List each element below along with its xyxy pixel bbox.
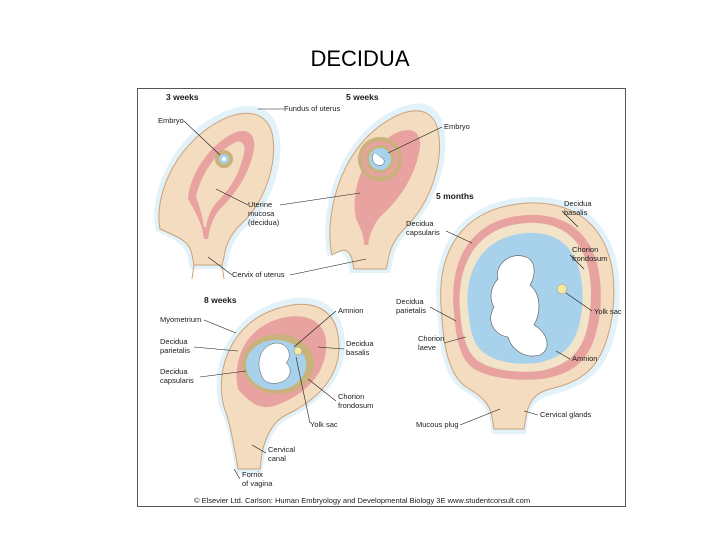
label-cervical-canal-2: canal [268,454,286,463]
label-decidua-parietalis-5m-1: Decidua [396,297,424,306]
page-title: DECIDUA [0,46,720,72]
label-embryo-3w: Embryo [158,116,184,125]
label-yolk-sac-8w: Yolk sac [310,420,338,429]
label-decidua-parietalis-8w-2: parietalis [160,346,190,355]
label-decidua-capsularis-5m-2: capsularis [406,228,440,237]
label-decidua-parietalis-8w-1: Decidua [160,337,188,346]
label-decidua-parietalis-5m-2: parietalis [396,306,426,315]
decidua-diagram: 3 weeks 5 weeks 5 months 8 weeks Embryo … [138,89,627,508]
label-amnion-5m: Amnion [572,354,597,363]
uterus-5-months [436,197,620,434]
label-fornix-1: Fornix [242,470,263,479]
label-decidua-basalis-5m-2: basalis [564,208,588,217]
panel-header-3-weeks: 3 weeks [166,92,199,102]
panel-header-5-months: 5 months [436,191,474,201]
label-uterine-mucosa-1: Uterine [248,200,272,209]
label-chorion-frondosum-8w-2: frondosum [338,401,373,410]
label-chorion-laeve-2: laeve [418,343,436,352]
label-myometrium: Myometrium [160,315,201,324]
label-cervix: Cervix of uterus [232,270,285,279]
label-fornix-2: of vagina [242,479,273,488]
label-decidua-basalis-8w-2: basalis [346,348,370,357]
label-cervical-glands: Cervical glands [540,410,592,419]
label-chorion-laeve-1: Chorion [418,334,444,343]
label-uterine-mucosa-2: mucosa [248,209,275,218]
label-fundus: Fundus of uterus [284,104,341,113]
panel-header-8-weeks: 8 weeks [204,295,237,305]
label-embryo-5w: Embryo [444,122,470,131]
label-amnion-8w: Amnion [338,306,363,315]
label-yolk-sac-5m: Yolk sac [594,307,622,316]
label-chorion-frondosum-5m-1: Chorion [572,245,598,254]
label-decidua-capsularis-8w-1: Decidua [160,367,188,376]
figure-caption: © Elsevier Ltd. Carlson: Human Embryolog… [194,496,530,505]
label-chorion-frondosum-5m-2: frondosum [572,254,607,263]
label-chorion-frondosum-8w-1: Chorion [338,392,364,401]
uterus-5-weeks [325,104,445,273]
label-decidua-basalis-8w-1: Decidua [346,339,374,348]
panel-header-5-weeks: 5 weeks [346,92,379,102]
label-decidua-capsularis-8w-2: capsularis [160,376,194,385]
label-uterine-mucosa-3: (decidua) [248,218,280,227]
decidua-figure: 3 weeks 5 weeks 5 months 8 weeks Embryo … [137,88,626,507]
label-cervical-canal-1: Cervical [268,445,295,454]
label-mucous-plug: Mucous plug [416,420,459,429]
label-decidua-capsularis-5m-1: Decidua [406,219,434,228]
label-decidua-basalis-5m-1: Decidua [564,199,592,208]
uterus-3-weeks [154,106,280,279]
